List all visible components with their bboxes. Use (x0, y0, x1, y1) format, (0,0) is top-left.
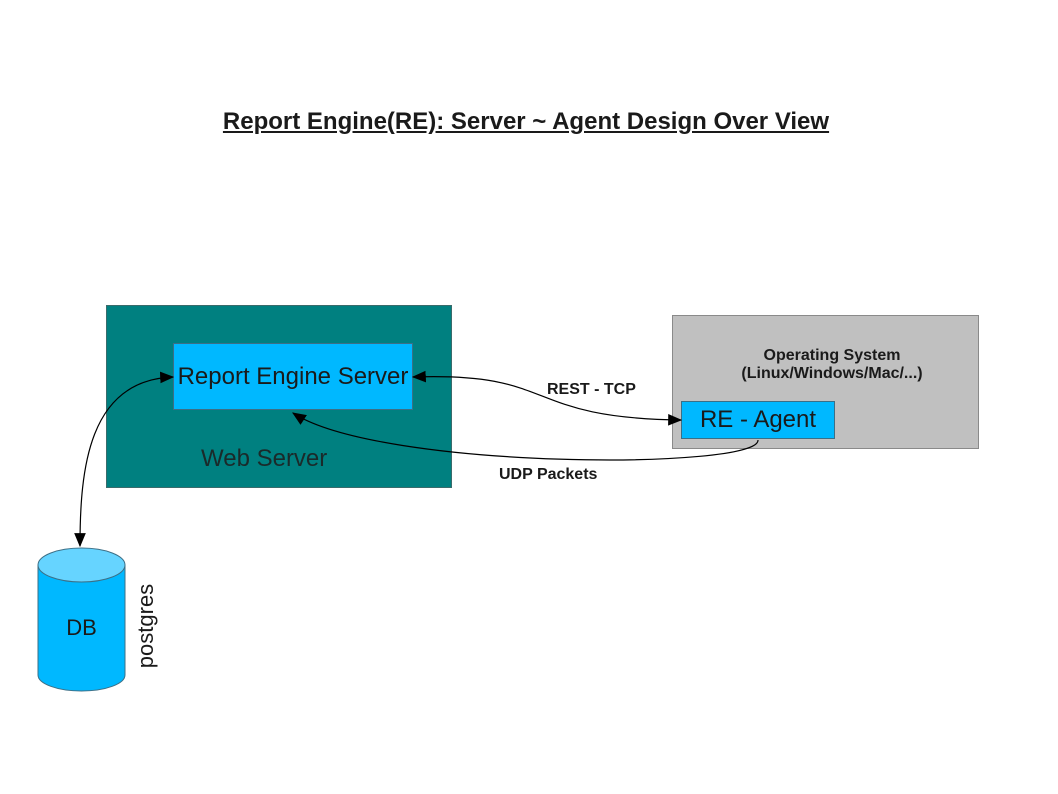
re-agent-node: RE - Agent (681, 401, 835, 439)
re-agent-label: RE - Agent (699, 406, 817, 433)
report-engine-server-label: Report Engine Server (177, 362, 409, 390)
web-server-label: Web Server (201, 445, 328, 472)
db-cylinder-top (37, 547, 126, 583)
operating-system-variants: (Linux/Windows/Mac/...) (741, 365, 923, 382)
rest-tcp-label: REST - TCP (547, 381, 636, 398)
postgres-label: postgres (133, 583, 158, 669)
db-label: DB (66, 615, 97, 640)
operating-system-label: Operating System (Linux/Windows/Mac/...) (672, 347, 992, 383)
report-engine-server-node: Report Engine Server (173, 343, 413, 410)
diagram-title: Report Engine(RE): Server ~ Agent Design… (222, 108, 830, 135)
udp-packets-label: UDP Packets (499, 466, 598, 483)
operating-system-name: Operating System (763, 347, 901, 364)
